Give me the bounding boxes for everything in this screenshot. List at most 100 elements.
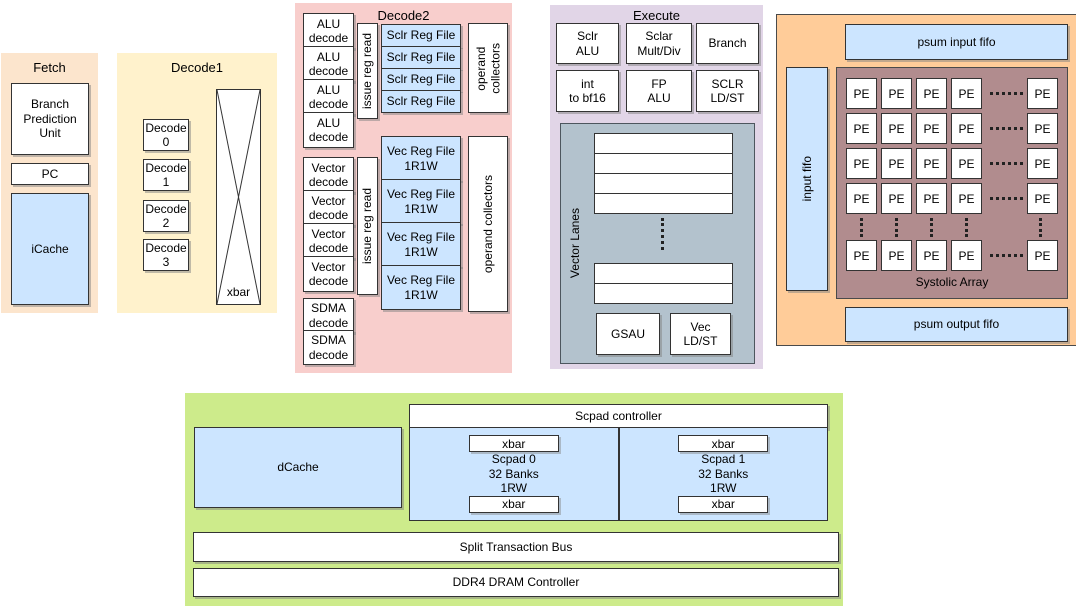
decode2-box: Decode 2 [143, 200, 189, 232]
vector-lane [594, 263, 733, 284]
pe-column-ellipsis-dots [1039, 218, 1042, 237]
alu-decode-label: ALU decode [308, 82, 349, 111]
scpad0-label: Scpad 0 32 Banks 1RW [488, 452, 539, 496]
vector-decode-label: Vector decode [308, 226, 349, 255]
vec-ldst-box: Vec LD/ST [670, 313, 731, 355]
decode3-box: Decode 3 [143, 239, 189, 271]
vec-ldst-label: Vec LD/ST [683, 319, 718, 348]
pe-label: PE [1034, 248, 1051, 263]
pe-cell: PE [916, 148, 947, 179]
pe-label: PE [958, 248, 975, 263]
dcache-box: dCache [194, 427, 402, 508]
sclr-alu-label: Sclr ALU [575, 29, 600, 58]
scpad0-xbar-bottom: xbar [468, 495, 559, 513]
xbar-label: xbar [711, 497, 735, 512]
fp-alu-label: FP ALU [647, 76, 671, 105]
pe-label: PE [1034, 86, 1051, 101]
sclr-multdiv-box: Sclar Mult/Div [626, 23, 692, 64]
branch-box: Branch [696, 23, 759, 64]
pe-label: PE [923, 121, 940, 136]
scpad-panel: xbar Scpad 0 32 Banks 1RW xbar xbar Scpa… [409, 427, 828, 521]
operand-collectors-label: operand collectors [480, 174, 495, 274]
pe-label: PE [1034, 156, 1051, 171]
pe-cell: PE [1027, 183, 1058, 214]
alu-decode-label: ALU decode [308, 115, 349, 144]
pe-cell: PE [846, 183, 877, 214]
sclr-ldst-box: SCLR LD/ST [696, 70, 759, 112]
vector-lane [594, 133, 733, 154]
pe-cell: PE [916, 183, 947, 214]
pe-row: PE PE PE PE PE [846, 113, 1058, 144]
sdma-decode-box: SDMA decode [303, 330, 354, 365]
vector-decode-box: Vector decode [303, 256, 354, 292]
alu-decode-box: ALU decode [303, 112, 354, 148]
vector-decode-label: Vector decode [308, 259, 349, 288]
sclr-reg-file-box: Sclr Reg File [381, 68, 461, 91]
decode1-xbar: xbar [216, 89, 261, 305]
psum-input-fifo-box: psum input fifo [845, 24, 1068, 60]
decode0-label: Decode 0 [145, 120, 187, 149]
memory-block: dCache Scpad controller xbar Scpad 0 32 … [185, 393, 843, 606]
branch-label: Branch [708, 36, 747, 51]
ddr4-dram-controller-box: DDR4 DRAM Controller [193, 568, 839, 597]
pe-cell: PE [951, 183, 982, 214]
pe-label: PE [1034, 121, 1051, 136]
xbar-label: xbar [226, 285, 251, 299]
pe-label: PE [923, 156, 940, 171]
pe-column-ellipsis-dots [965, 218, 968, 237]
alu-decode-box: ALU decode [303, 13, 354, 49]
pe-cell: PE [846, 240, 877, 271]
pe-cell: PE [1027, 113, 1058, 144]
pe-cell: PE [951, 78, 982, 109]
alu-decode-label: ALU decode [308, 16, 349, 45]
vec-reg-file-label: Vec Reg File 1R1W [386, 230, 456, 259]
dcache-label: dCache [277, 460, 319, 475]
pe-cell: PE [881, 78, 912, 109]
vector-lanes-box: Vector Lanes GSAU Vec LD/ST [560, 123, 755, 364]
pe-cell: PE [846, 113, 877, 144]
vector-lane [594, 283, 733, 304]
pe-cell: PE [916, 113, 947, 144]
pe-label: PE [923, 86, 940, 101]
issue-reg-read-label: issue reg read [360, 32, 375, 110]
pe-label: PE [853, 121, 870, 136]
issue-reg-read-box: issue reg read [357, 23, 378, 119]
pe-row-ellipsis-dots [990, 92, 1023, 95]
operand-collectors-label: operand collectors [473, 42, 502, 94]
xbar-label: xbar [711, 436, 735, 451]
vec-reg-file-box: Vec Reg File 1R1W [381, 265, 461, 310]
decode1-label: Decode 1 [145, 160, 187, 189]
sclr-reg-file-box: Sclr Reg File [381, 46, 461, 69]
sclr-reg-file-box: Sclr Reg File [381, 24, 461, 47]
vec-reg-file-box: Vec Reg File 1R1W [381, 179, 461, 224]
issue-reg-read-box: issue reg read [357, 157, 378, 295]
pe-column-ellipsis-dots [860, 218, 863, 237]
sclr-alu-box: Sclr ALU [556, 23, 619, 64]
sclr-reg-file-label: Sclr Reg File [386, 50, 456, 65]
pe-label: PE [1034, 191, 1051, 206]
pe-label: PE [888, 121, 905, 136]
int-to-bf16-box: int to bf16 [556, 70, 619, 112]
pe-label: PE [888, 191, 905, 206]
decode1-box: Decode 1 [143, 159, 189, 191]
pe-cell: PE [881, 183, 912, 214]
xbar-cross-icon [217, 90, 260, 304]
sclr-ldst-label: SCLR LD/ST [710, 76, 745, 105]
pe-label: PE [923, 248, 940, 263]
icache-label: iCache [31, 241, 69, 256]
pe-cell: PE [846, 148, 877, 179]
gsau-box: GSAU [596, 313, 660, 355]
sdma-decode-label: SDMA decode [308, 333, 349, 362]
pe-cell: PE [1027, 240, 1058, 271]
scpad-controller-box: Scpad controller [409, 404, 828, 429]
decode1-block: Decode1 Decode 0 Decode 1 Decode 2 Decod… [117, 53, 277, 313]
execute-title: Execute [633, 8, 680, 23]
pe-row-ellipsis-dots [990, 162, 1023, 165]
split-transaction-bus-label: Split Transaction Bus [459, 539, 573, 554]
sclr-reg-file-box: Sclr Reg File [381, 90, 461, 113]
pe-label: PE [958, 86, 975, 101]
scpad0-xbar-top: xbar [468, 435, 559, 452]
scpad1-label: Scpad 1 32 Banks 1RW [698, 452, 749, 496]
pe-cell: PE [916, 78, 947, 109]
